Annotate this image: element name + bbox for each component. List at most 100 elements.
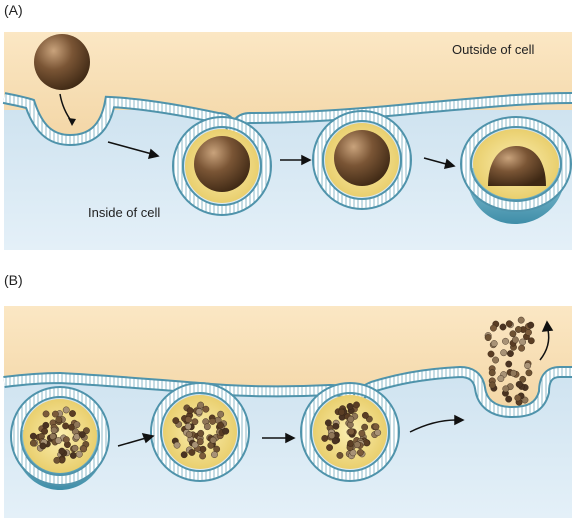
particle — [497, 375, 505, 382]
particle — [197, 401, 205, 409]
particle — [53, 456, 61, 464]
inside-of-cell-label: Inside of cell — [88, 205, 161, 220]
particle — [361, 411, 369, 419]
particle — [211, 451, 218, 459]
particle — [196, 438, 204, 446]
particle — [328, 432, 336, 439]
particle — [353, 401, 360, 409]
particle — [492, 356, 499, 364]
particle — [336, 452, 344, 459]
particle — [525, 329, 532, 336]
particle — [184, 416, 192, 423]
particle — [527, 321, 535, 329]
particle — [321, 435, 329, 442]
particle — [500, 349, 508, 357]
particle — [39, 442, 47, 450]
particle — [518, 344, 525, 352]
particle — [519, 338, 526, 346]
vesicle-free-a — [312, 110, 412, 210]
particle — [50, 426, 58, 434]
particle — [356, 449, 364, 456]
particle — [499, 323, 507, 331]
panel-a — [2, 32, 573, 250]
particle — [505, 320, 513, 328]
particle — [199, 445, 207, 453]
particle — [29, 439, 37, 447]
particle — [191, 441, 199, 449]
particle — [338, 408, 346, 416]
particle — [358, 429, 366, 437]
particle — [75, 450, 83, 458]
particle — [203, 423, 211, 431]
particle — [62, 436, 70, 444]
cargo-particle — [34, 34, 90, 90]
particle — [505, 395, 513, 403]
particle — [490, 340, 498, 347]
particle — [80, 445, 88, 453]
particle — [514, 394, 522, 402]
outside-fill-a — [4, 32, 572, 140]
particle — [195, 408, 203, 416]
particle — [519, 375, 527, 383]
panel-b-label: (B) — [4, 272, 23, 288]
panel-b — [3, 306, 572, 518]
particle — [488, 369, 496, 377]
particle — [347, 415, 355, 423]
particle — [488, 381, 496, 389]
particle — [51, 410, 59, 418]
outside-fill-b — [4, 306, 572, 412]
particle — [332, 422, 340, 430]
particle — [188, 449, 196, 456]
particle — [361, 423, 369, 431]
particle — [511, 336, 519, 344]
particle — [490, 324, 497, 332]
particle — [42, 410, 50, 418]
particle — [185, 431, 193, 438]
particle — [484, 334, 492, 341]
particle — [209, 417, 216, 425]
vesicle-cup-a — [460, 116, 572, 224]
particle — [324, 419, 332, 427]
particle — [83, 427, 90, 435]
particle — [525, 369, 533, 377]
particle — [527, 337, 535, 345]
particle — [209, 436, 217, 444]
particle — [78, 431, 86, 438]
particle — [73, 421, 81, 429]
particle — [515, 326, 522, 333]
particle — [42, 421, 50, 429]
particle — [346, 403, 354, 410]
particle — [184, 423, 192, 430]
particle — [509, 330, 517, 338]
particle — [507, 350, 514, 357]
particle — [517, 316, 525, 324]
process-arrows-b — [117, 320, 554, 447]
particle — [54, 437, 62, 444]
particle — [347, 428, 355, 436]
particle — [186, 407, 194, 414]
particle — [524, 362, 532, 370]
particle — [374, 429, 382, 437]
particle — [55, 416, 63, 424]
particle — [199, 452, 206, 460]
particle — [347, 440, 354, 447]
particle — [202, 405, 210, 413]
particle — [487, 350, 495, 358]
particle — [191, 418, 199, 426]
particle — [69, 452, 77, 459]
process-arrows-a — [107, 141, 456, 169]
particle — [62, 422, 69, 430]
particle — [349, 449, 357, 457]
particle — [505, 360, 513, 368]
particle — [372, 423, 380, 431]
particle — [353, 441, 361, 449]
particle — [29, 432, 37, 440]
particle — [502, 337, 509, 345]
particle — [222, 427, 230, 435]
particle — [69, 410, 76, 417]
particle — [180, 451, 188, 459]
vesicle-pinching-a — [172, 116, 272, 216]
secreted-particles — [29, 316, 535, 464]
outside-of-cell-label: Outside of cell — [452, 42, 535, 57]
